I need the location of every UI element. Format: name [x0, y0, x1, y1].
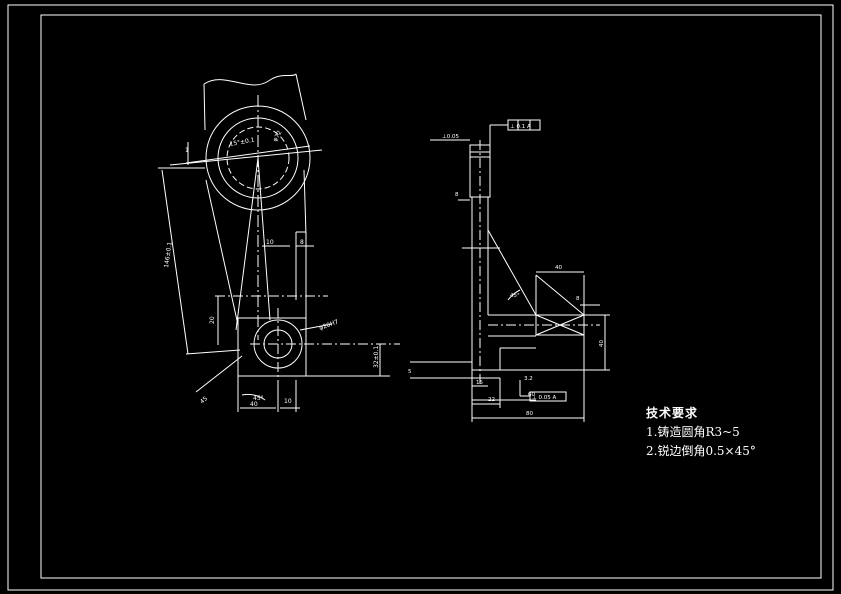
dim-top-note: ⊥0.05 — [442, 134, 460, 140]
dim-mid-8: 8 — [300, 239, 304, 246]
dim-top-width: 40 — [555, 265, 562, 271]
arm-inner-line-2 — [235, 157, 259, 331]
right-view-labels: ⊥0.05 ⊥ 0.1 A 8 45° 40 8 40 5 15 22 3.2 … — [408, 124, 605, 417]
bottom-block — [237, 317, 307, 377]
dim-small-left: 1 — [185, 147, 189, 154]
dim-angle-label: 15°±0.1 — [229, 137, 255, 148]
dim-bottom-angle: 45° — [253, 395, 264, 402]
technical-requirements: 技术要求 1.铸造圆角R3~5 2.锐边倒角0.5×45° — [646, 404, 756, 461]
gdt-bottom-text: ⊥ 0.05 A — [532, 395, 557, 401]
arm-left-edge — [205, 179, 239, 326]
dim-bottom-40: 40 — [250, 401, 258, 408]
angled-centerline — [169, 149, 323, 166]
tech-req-item-1: 1.铸造圆角R3~5 — [646, 425, 740, 439]
dim-right-vertical: 32±0.1 — [373, 346, 380, 368]
angle-arc-45 — [241, 394, 266, 401]
dim-diag-bottom: 45 — [199, 395, 209, 405]
dim-left-8: 8 — [455, 192, 459, 198]
left-view-labels: φ72 15°±0.1 1 146±0.1 10 8 20 φ20H7 32±0… — [163, 129, 380, 408]
leader-hole — [299, 323, 333, 331]
dim-left-small: 5 — [408, 369, 412, 375]
angle-arc-right — [507, 289, 521, 301]
diag-bottom — [195, 355, 243, 393]
gdt-frame-top — [507, 119, 541, 131]
dim-diag-long: 146±0.1 — [163, 241, 174, 268]
dim-base-22: 22 — [488, 397, 495, 403]
dim-right-height: 40 — [599, 340, 605, 347]
dim-base-15: 15 — [476, 380, 483, 386]
tech-req-item-2: 2.锐边倒角0.5×45° — [646, 444, 756, 458]
dim-total-80: 80 — [526, 411, 533, 417]
dim-angle-right: 45° — [510, 293, 520, 299]
outer-frame — [7, 4, 834, 591]
inner-frame — [40, 14, 822, 579]
ext-line-2 — [185, 349, 241, 355]
right-view — [410, 119, 610, 422]
dim-mid-10: 10 — [266, 239, 274, 246]
dim-roughness: 3.2 — [524, 376, 533, 382]
left-view — [158, 73, 400, 412]
left-edge-top — [203, 83, 206, 131]
arm-right-edge — [303, 169, 307, 236]
slot-diag — [535, 274, 585, 316]
right-edge-top — [295, 73, 307, 121]
gdt-top-text: ⊥ 0.1 A — [510, 124, 531, 130]
angled-centerline-2 — [185, 145, 311, 164]
dim-hole: φ20H7 — [318, 318, 339, 331]
dim-width-60: 60 — [528, 392, 535, 398]
tech-req-title: 技术要求 — [646, 406, 699, 420]
dim-slot: 8 — [576, 296, 580, 302]
dim-top-radius: φ72 — [272, 129, 284, 143]
dim-vertical-20: 20 — [209, 316, 216, 324]
break-line — [203, 73, 297, 86]
dim-line-146 — [161, 169, 189, 355]
dim-bottom-10: 10 — [284, 398, 292, 405]
arm-inner-line — [257, 157, 271, 321]
diag-rib — [487, 229, 537, 316]
